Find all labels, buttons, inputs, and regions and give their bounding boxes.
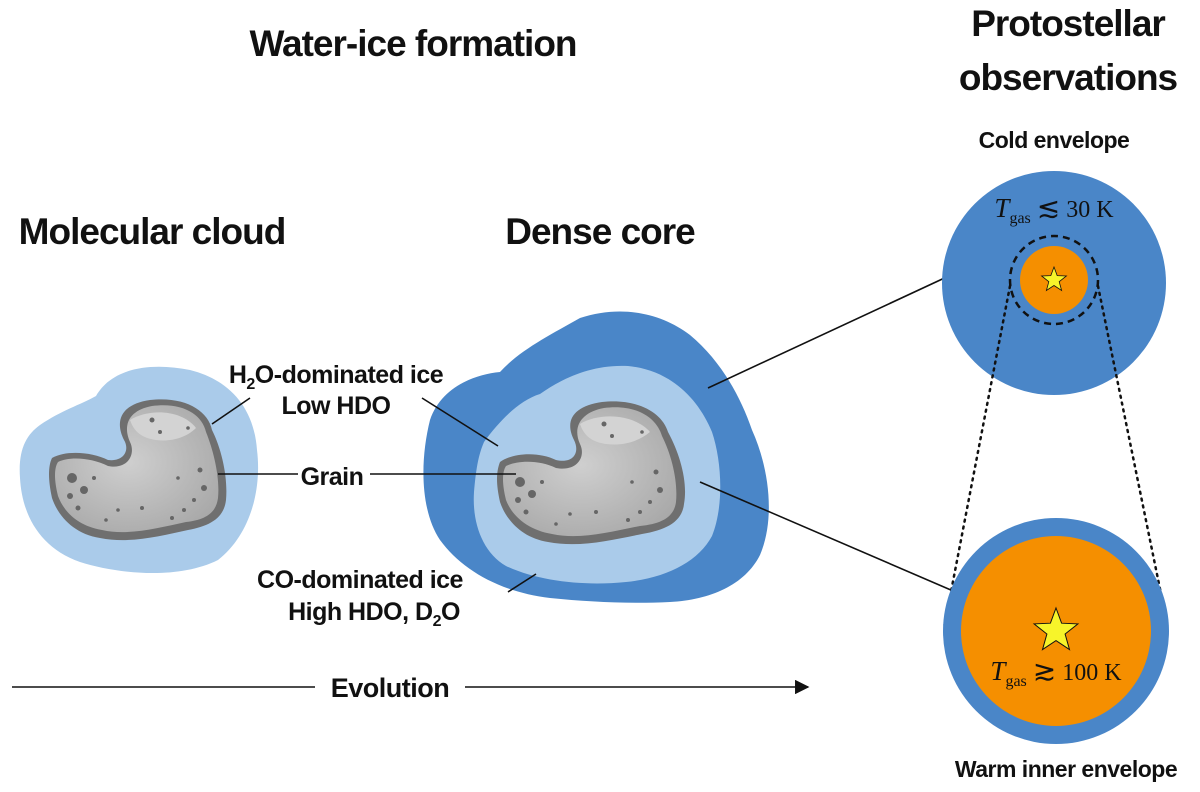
protostellar-title-line1: Protostellar [971,3,1165,44]
star-icon-small [1040,265,1068,292]
evolution-label: Evolution [331,673,450,703]
warm-temperature-label: Tgas≳100 K [990,656,1122,690]
molecular-cloud-title: Molecular cloud [19,211,286,252]
h2o-ice-label: H2O-dominated ice [229,361,444,393]
zoom-line-right [1096,284,1170,630]
cold-temperature-label: Tgas≲30 K [994,193,1114,227]
cold-envelope-title: Cold envelope [979,127,1130,153]
water-ice-formation-title: Water-ice formation [249,23,576,64]
cold-envelope [942,171,1166,395]
h2o-leader-large [421,397,499,447]
grain-pores-large [515,421,663,526]
star-icon-large [1032,606,1080,651]
dense-core-title: Dense core [505,211,695,252]
zoom-line-left [942,284,1012,630]
co-ice-label: CO-dominated ice [257,566,464,594]
grain-label: Grain [301,463,364,491]
zoom-region-circle [1008,234,1100,326]
grain-facet-small [130,412,196,441]
grain-facet-large [580,416,650,445]
h2o-leader-small [211,397,251,425]
molecular-cloud-grain [19,366,259,574]
warm-inner-envelope [943,518,1169,744]
low-hdo-label: Low HDO [282,392,391,420]
evolution-arrow: Evolution [12,673,810,703]
high-hdo-label: High HDO, D2O [288,598,460,630]
dense-core-grain [423,311,769,603]
warm-envelope-title: Warm inner envelope [955,756,1177,782]
co-leader [507,573,537,593]
grain-pores-small [67,417,207,522]
protostellar-title-line2: observations [959,57,1178,98]
cold-envelope-leader [707,267,967,389]
